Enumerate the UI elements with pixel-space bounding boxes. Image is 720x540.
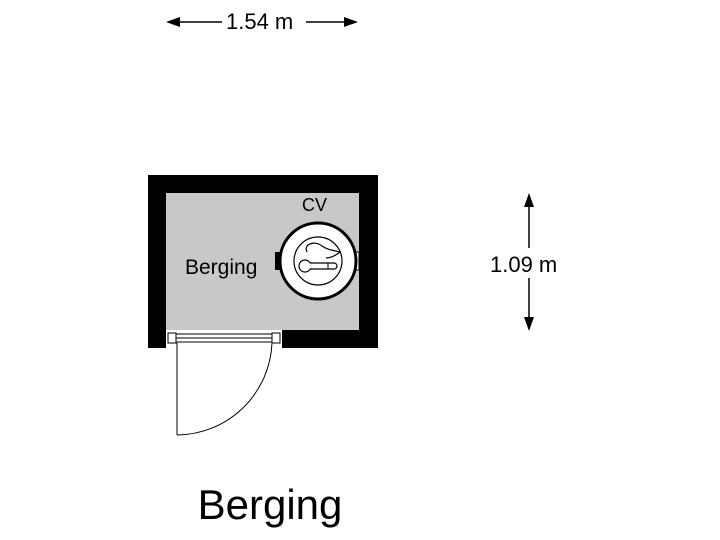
door-swing (176, 342, 273, 436)
room-label: Berging (185, 256, 258, 279)
door-frame (167, 332, 281, 344)
plan-title: Berging (197, 481, 343, 528)
width-dimension-arrow (166, 17, 358, 27)
cv-boiler-icon (275, 221, 360, 301)
cv-label: CV (302, 195, 328, 215)
width-dimension-label: 1.54 m (222, 11, 298, 33)
height-dimension-arrow (524, 193, 534, 331)
height-dimension-label: 1.09 m (490, 252, 558, 278)
